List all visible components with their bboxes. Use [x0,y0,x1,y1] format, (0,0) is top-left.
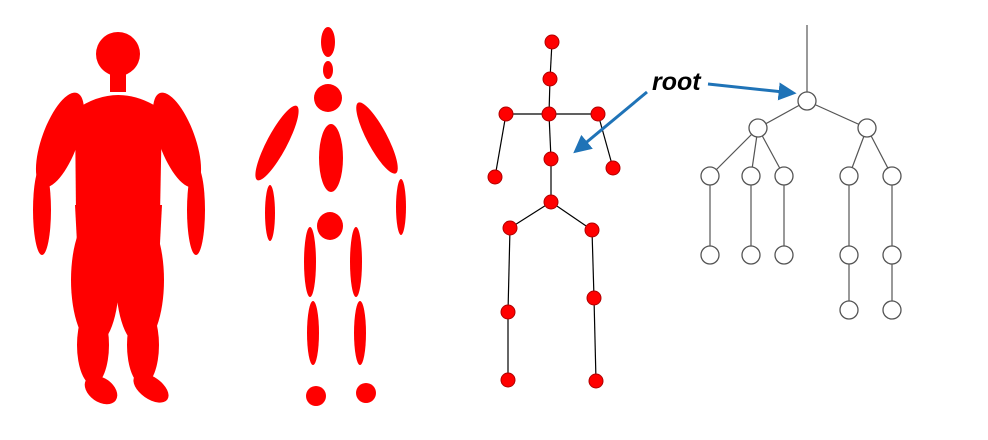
ellipse-left-upper-arm [255,105,299,181]
ellipse-left-foot [306,386,326,406]
tree-node [774,245,794,265]
ellipse-torso [319,124,343,192]
silhouette-right-foot [133,373,169,403]
hierarchy-tree [700,25,902,320]
ellipse-right-thigh [350,227,362,297]
root-label: root [652,68,702,96]
solid-silhouette [33,32,205,405]
joint-right-shoulder [590,106,606,122]
ellipse-pelvis [317,212,343,240]
joint-left-shoulder [498,106,514,122]
arrow-to-skeleton-root [573,90,648,154]
joint-spine [543,151,559,167]
ellipse-right-shin [354,301,366,365]
joint-pelvis [543,194,559,210]
joint-left-knee [500,304,516,320]
silhouette-torso [75,95,162,224]
silhouette-left-upper-arm [35,92,85,188]
tree-node [741,245,761,265]
silhouette-left-shin [77,305,109,385]
ellipse-left-forearm [265,185,275,241]
tree-node [741,166,761,186]
silhouette-head [96,32,140,76]
tree-node [839,166,859,186]
ellipse-right-upper-arm [356,102,398,174]
joint-right-ankle [588,373,604,389]
ellipse-right-forearm [396,179,406,235]
joint-left-hand [487,169,503,185]
ellipse-neck [323,61,333,79]
ellipse-left-thigh [304,227,316,297]
silhouette-right-upper-arm [152,92,202,188]
tree-node [882,166,902,186]
silhouette-left-forearm [33,165,51,255]
tree-node [700,245,720,265]
silhouette-left-foot [84,375,118,405]
silhouette-right-forearm [187,165,205,255]
silhouette-left-thigh [71,215,119,345]
joint-left-ankle [500,372,516,388]
joint-skeleton [487,34,621,389]
joint-neck [542,71,558,87]
joint-thorax [541,106,557,122]
ellipse-right-foot [356,383,376,403]
ellipse-left-shin [307,301,319,365]
tree-node-right-branch [857,118,877,138]
joint-right-hand [605,160,621,176]
tree-node [839,300,859,320]
silhouette-right-shin [127,305,159,385]
joint-head [544,34,560,50]
tree-node [882,245,902,265]
tree-node-left-branch [748,118,768,138]
joint-right-knee [586,290,602,306]
tree-node [774,166,794,186]
arrow-to-tree-root [707,82,797,101]
ellipse-head [321,27,335,57]
tree-edges [709,25,893,310]
joint-left-hip [502,220,518,236]
silhouette-neck [110,70,126,92]
skeleton-bones [494,41,614,382]
tree-node [882,300,902,320]
ellipse-chest [314,84,342,112]
tree-node-root [797,91,817,111]
joint-right-hip [584,222,600,238]
tree-node [839,245,859,265]
ellipse-body-parts [255,27,406,406]
root-annotation: root [573,68,797,154]
tree-node [700,166,720,186]
